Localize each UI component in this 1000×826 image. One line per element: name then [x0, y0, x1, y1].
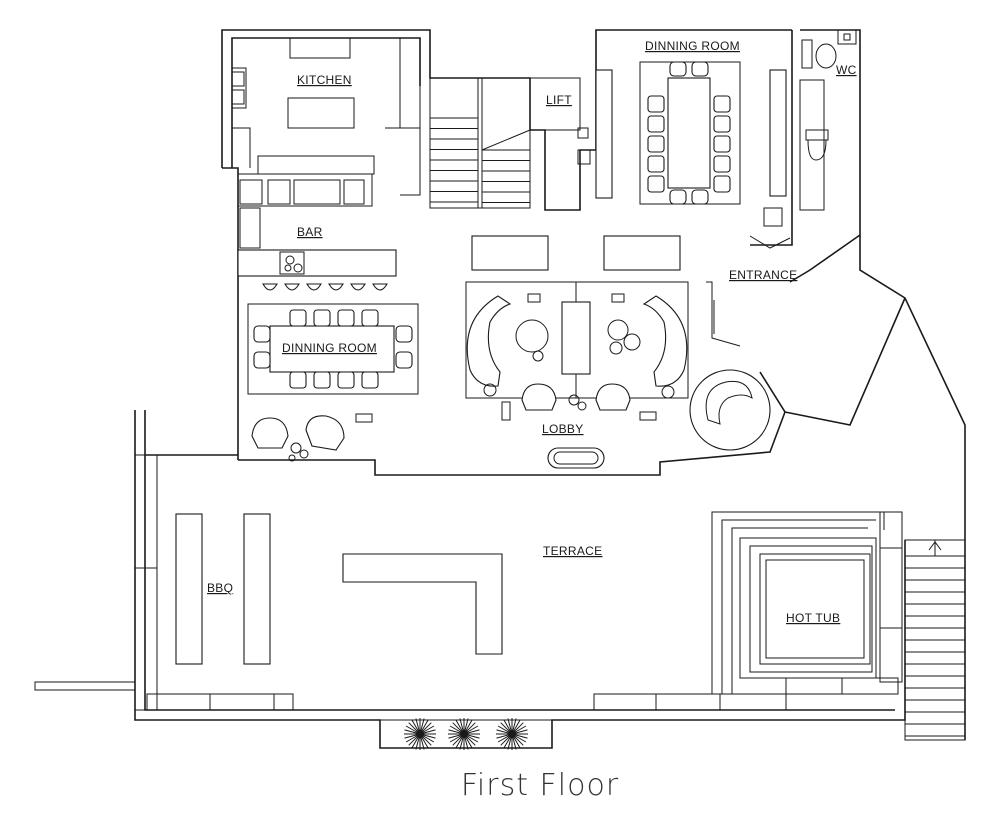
- lift: [529, 77, 581, 131]
- chair: [337, 309, 355, 327]
- lobby-label: LOBBY: [542, 422, 584, 436]
- chair: [713, 95, 731, 113]
- plant: [496, 718, 528, 750]
- bar-stool: [284, 283, 300, 291]
- plant-center: [460, 730, 468, 738]
- hot-tub-label: HOT TUB: [786, 611, 840, 625]
- lobby-furniture: [355, 235, 791, 469]
- bar-label: BAR: [297, 225, 323, 239]
- terrace-furniture: [134, 454, 787, 750]
- entrance-label: ENTRANCE: [729, 268, 797, 282]
- room-labels: KITCHEN LIFT DINNING ROOM WC BAR ENTRANC…: [207, 39, 857, 625]
- kitchen-furniture: [231, 37, 421, 207]
- chair: [647, 135, 665, 153]
- stairs: [429, 77, 531, 209]
- chair: [713, 175, 731, 193]
- plant-center: [508, 730, 516, 738]
- left-dining-furniture: [247, 303, 419, 395]
- chair: [713, 155, 731, 173]
- terrace-label: TERRACE: [543, 544, 602, 558]
- chair: [647, 95, 665, 113]
- chair: [647, 175, 665, 193]
- plant: [448, 718, 480, 750]
- bar-stool: [306, 283, 322, 291]
- lobby-left-armchairs: [251, 415, 345, 462]
- chair: [713, 135, 731, 153]
- bar-stool: [262, 283, 278, 291]
- chair: [395, 325, 413, 343]
- chair: [337, 371, 355, 389]
- plant: [404, 718, 436, 750]
- chair: [361, 309, 379, 327]
- bbq-label: BBQ: [207, 581, 233, 595]
- bar-stool: [328, 283, 344, 291]
- chair: [669, 61, 687, 77]
- chair: [361, 371, 379, 389]
- exterior-stair: [904, 539, 966, 741]
- chair: [395, 351, 413, 369]
- chair: [313, 309, 331, 327]
- chair: [253, 325, 271, 343]
- chair: [289, 371, 307, 389]
- plant-center: [416, 730, 424, 738]
- dining-room-left-label: DINNING ROOM: [282, 341, 377, 355]
- kitchen-label: KITCHEN: [297, 73, 352, 87]
- bar-furniture: [237, 207, 397, 291]
- chair: [313, 371, 331, 389]
- lift-label: LIFT: [546, 93, 572, 107]
- chair: [647, 115, 665, 133]
- hot-tub: [711, 511, 903, 695]
- floor-caption: First Floor: [461, 768, 619, 803]
- wc-fixtures: [799, 29, 857, 211]
- chair: [289, 309, 307, 327]
- chair: [253, 351, 271, 369]
- chair: [691, 61, 709, 77]
- chair: [713, 115, 731, 133]
- chair: [647, 155, 665, 173]
- chair: [691, 189, 709, 205]
- dining-room-top-label: DINNING ROOM: [645, 39, 740, 53]
- bar-stool: [350, 283, 366, 291]
- chair: [669, 189, 687, 205]
- bar-stool: [372, 283, 388, 291]
- wc-label: WC: [836, 63, 857, 77]
- top-dining-furniture: [577, 61, 787, 227]
